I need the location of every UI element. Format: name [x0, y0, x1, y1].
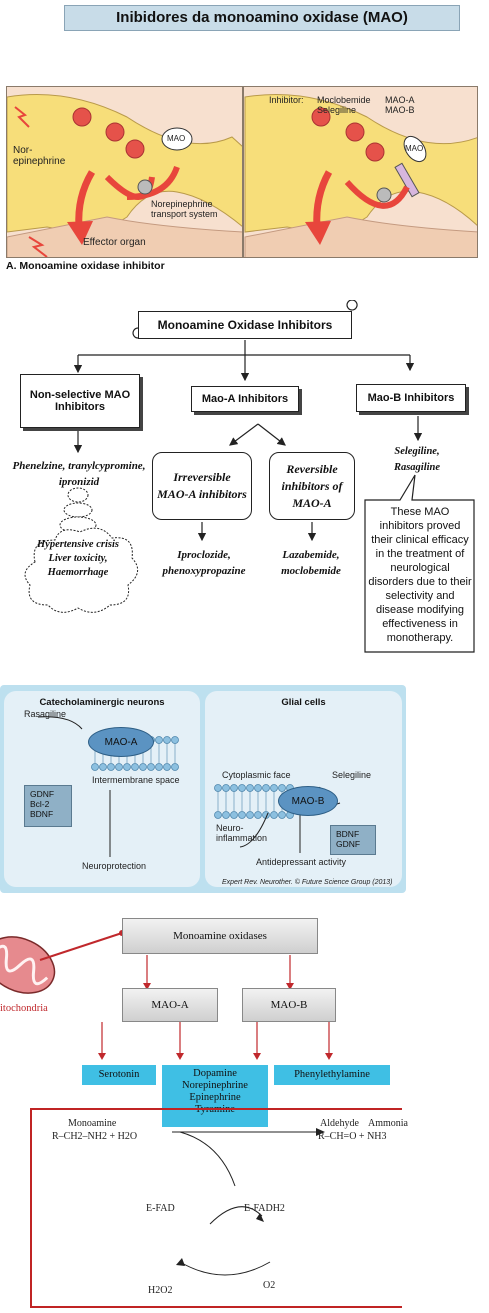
moclobemide-label: Moclobemide — [317, 95, 371, 105]
right-factors-box: BDNF GDNF — [330, 825, 376, 855]
o2-label: O2 — [263, 1280, 276, 1291]
factor-gdnf: GDNF — [30, 789, 55, 799]
h2o2-label: H2O2 — [148, 1285, 173, 1296]
effector-organ-label: Effector organ — [83, 237, 146, 248]
reaction-frame — [30, 1108, 402, 1308]
factor-gdnf-right: GDNF — [336, 839, 361, 849]
phenylethylamine-box: Phenylethylamine — [274, 1065, 390, 1085]
credit-label: Expert Rev. Neurother. © Future Science … — [222, 879, 393, 886]
figure1-caption: A. Monoamine oxidase inhibitor — [6, 260, 165, 272]
catecholamines-box: Dopamine Norepinephrine Epinephrine Tyra… — [162, 1065, 268, 1127]
products-label: R–CH=O + NH3 — [318, 1131, 387, 1142]
mao-b-enzyme: MAO-B — [278, 786, 338, 816]
mao-glia-panel: Catecholaminergic neurons Rasagiline MAO… — [0, 685, 406, 893]
mao-label-left: MAO — [167, 134, 186, 143]
cytoplasmic-face-label: Cytoplasmic face — [222, 770, 291, 780]
e-fadh2-label: E-FADH2 — [244, 1203, 285, 1214]
mao-b-target-label: MAO-B — [385, 105, 415, 115]
factor-bdnf: BDNF — [30, 809, 54, 819]
mao-a-enzyme: MAO-A — [88, 727, 154, 757]
mao-a-enzyme-box: MAO-A — [122, 988, 218, 1022]
e-fad-label: E-FAD — [146, 1203, 175, 1214]
reactants-label: R–CH2–NH2 + H2O — [52, 1131, 138, 1142]
non-selective-effects: Hypertensive crisis Liver toxicity, Haem… — [37, 539, 119, 578]
norepinephrine-label-p4: Norepinephrine — [182, 1080, 248, 1091]
mitochondria-label: itochondria — [0, 1003, 48, 1014]
dopamine-label: Dopamine — [193, 1068, 237, 1079]
mao-substrates-diagram — [0, 930, 333, 1060]
monoamine-oxidases-box: Monoamine oxidases — [122, 918, 318, 954]
left-factors-box: GDNF Bcl-2 BDNF — [24, 785, 72, 827]
flowchart-connectors — [24, 300, 475, 653]
selegiline-label-p3: Selegiline — [332, 770, 372, 780]
neuroprotection-label: Neuroprotection — [82, 861, 147, 871]
reversible-box: Reversible inhibitors of MAO-A — [269, 452, 355, 520]
factor-bdnf-right: BDNF — [336, 829, 360, 839]
mao-b-enzyme-box: MAO-B — [242, 988, 336, 1022]
factor-bcl2: Bcl-2 — [30, 799, 50, 809]
norepinephrine-label: Nor- epinephrine — [13, 145, 66, 167]
mao-inhibitor-figure: Nor- epinephrine MAO Norepinephrine tran… — [6, 86, 478, 258]
antidepressant-label: Antidepressant activity — [256, 857, 347, 867]
mao-b-note: These MAO inhibitors proved their clinic… — [368, 506, 472, 644]
aldehyde-label: Aldehyde — [320, 1118, 359, 1129]
non-selective-box: Non-selective MAO Inhibitors — [20, 374, 140, 428]
catecholaminergic-title: Catecholaminergic neurons — [39, 697, 165, 708]
glial-title: Glial cells — [281, 697, 326, 708]
mao-label-right: MAO — [405, 144, 424, 153]
serotonin-box: Serotonin — [82, 1065, 156, 1085]
mao-b-box: Mao-B Inhibitors — [356, 384, 466, 412]
irreversible-drugs: Iproclozide, phenoxypropazine — [162, 549, 246, 577]
non-selective-drugs: Phenelzine, tranylcypromine, ipronizid — [12, 460, 146, 488]
rasagiline-label: Rasagiline — [24, 709, 67, 719]
neuroinflammation-label: Neuro- inflammation — [216, 823, 268, 843]
epinephrine-label: Epinephrine — [189, 1092, 241, 1103]
mao-a-box: Mao-A Inhibitors — [191, 386, 299, 412]
page-title: Inibidores da monoamino oxidase (MAO) — [64, 5, 460, 31]
intermembrane-label: Intermembrane space — [92, 775, 180, 785]
monoamine-label: Monoamine — [68, 1118, 117, 1129]
irreversible-box: Irreversible MAO-A inhibitors — [152, 452, 252, 520]
ammonia-label: Ammonia — [368, 1118, 408, 1129]
selegiline-label: Selegiline — [317, 105, 357, 115]
mao-a-target-label: MAO-A — [385, 95, 415, 105]
flowchart-title: Monoamine Oxidase Inhibitors — [138, 311, 352, 339]
transport-system-label: Norepinephrine transport system — [151, 199, 218, 219]
mao-b-drugs: Selegiline, Rasagiline — [393, 446, 441, 473]
mao-inhibitor-illustration — [7, 87, 477, 257]
reaction-arrows — [172, 1128, 325, 1276]
reversible-drugs: Lazabemide, moclobemide — [281, 549, 341, 577]
inhibitor-label: Inhibitor: — [269, 95, 304, 105]
